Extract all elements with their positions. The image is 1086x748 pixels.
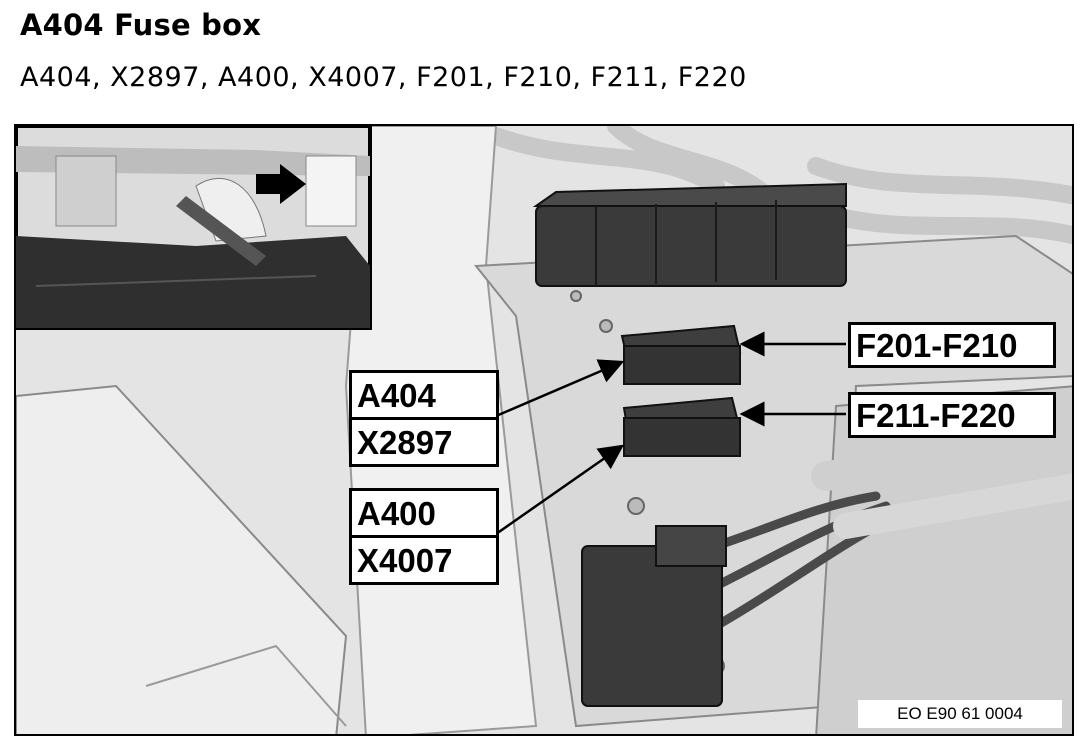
label-a404: A404 (357, 376, 436, 414)
fuse-box-illustration: A404 X2897 A400 X4007 F201-F210 F211-F22… (14, 124, 1074, 736)
location-inset (16, 126, 372, 330)
fuse-strip-lower (622, 396, 741, 457)
trunk-floor-lid (16, 384, 348, 734)
label-f201-f210: F201-F210 (848, 322, 1056, 368)
label-x4007: X4007 (352, 535, 496, 582)
label-a400-x4007: A400 X4007 (349, 488, 499, 585)
page-title: A404 Fuse box (20, 8, 262, 42)
label-f211-f220: F211-F220 (848, 392, 1056, 438)
label-a400: A400 (357, 494, 436, 532)
connector-block (581, 525, 727, 707)
fuse-strip-upper (620, 324, 742, 385)
callout-leader-lines (495, 331, 846, 536)
relay-block (532, 182, 847, 287)
label-a404-x2897: A404 X2897 (349, 370, 499, 467)
label-x2897: X2897 (352, 417, 496, 464)
location-arrow-icon (256, 164, 306, 204)
figure-reference-code: EO E90 61 0004 (858, 700, 1062, 728)
page-subtitle: A404, X2897, A400, X4007, F201, F210, F2… (20, 62, 747, 93)
